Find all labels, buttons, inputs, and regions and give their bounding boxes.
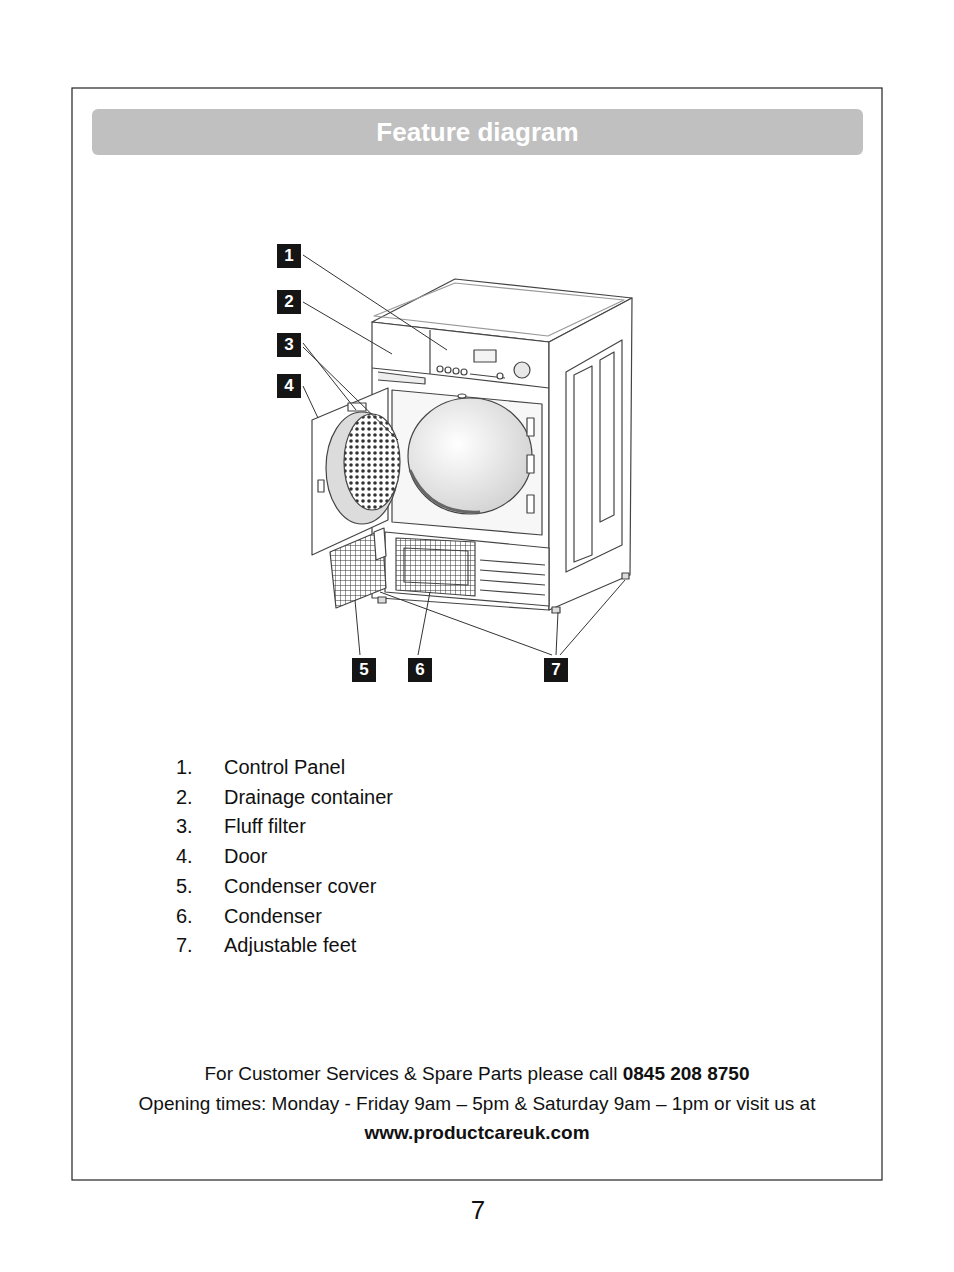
- footer-highlight: 0845 208 8750: [623, 1063, 750, 1084]
- part-name: Condenser cover: [224, 873, 376, 899]
- part-name: Drainage container: [224, 784, 393, 810]
- list-number: 2.: [176, 784, 193, 810]
- callout-number: 7: [544, 658, 568, 682]
- space: [617, 1063, 622, 1084]
- callout-number: 2: [277, 290, 301, 314]
- list-number: 5.: [176, 873, 193, 899]
- list-number: 4.: [176, 843, 193, 869]
- callout-number: 6: [408, 658, 432, 682]
- callout-number: 5: [352, 658, 376, 682]
- list-number: 1.: [176, 754, 193, 780]
- callout-number: 3: [277, 333, 301, 357]
- callout-number: 1: [277, 244, 301, 268]
- footer-text: Opening times: Monday - Friday 9am – 5pm…: [139, 1093, 816, 1114]
- footer-text: For Customer Services & Spare Parts plea…: [205, 1063, 618, 1084]
- title-band: Feature diagram: [92, 109, 863, 155]
- part-name: Control Panel: [224, 754, 345, 780]
- list-number: 3.: [176, 813, 193, 839]
- page-number: 7: [471, 1195, 485, 1226]
- leader-lines: [303, 255, 625, 655]
- part-name: Adjustable feet: [224, 932, 356, 958]
- footer-block: For Customer Services & Spare Parts plea…: [77, 1059, 877, 1148]
- part-name: Condenser: [224, 903, 322, 929]
- list-number: 7.: [176, 932, 193, 958]
- footer-highlight: www.productcareuk.com: [364, 1122, 589, 1143]
- part-name: Fluff filter: [224, 813, 306, 839]
- part-name: Door: [224, 843, 267, 869]
- page-frame: [72, 88, 882, 1180]
- list-number: 6.: [176, 903, 193, 929]
- tumble-dryer: [312, 279, 632, 613]
- callout-number: 4: [277, 374, 301, 398]
